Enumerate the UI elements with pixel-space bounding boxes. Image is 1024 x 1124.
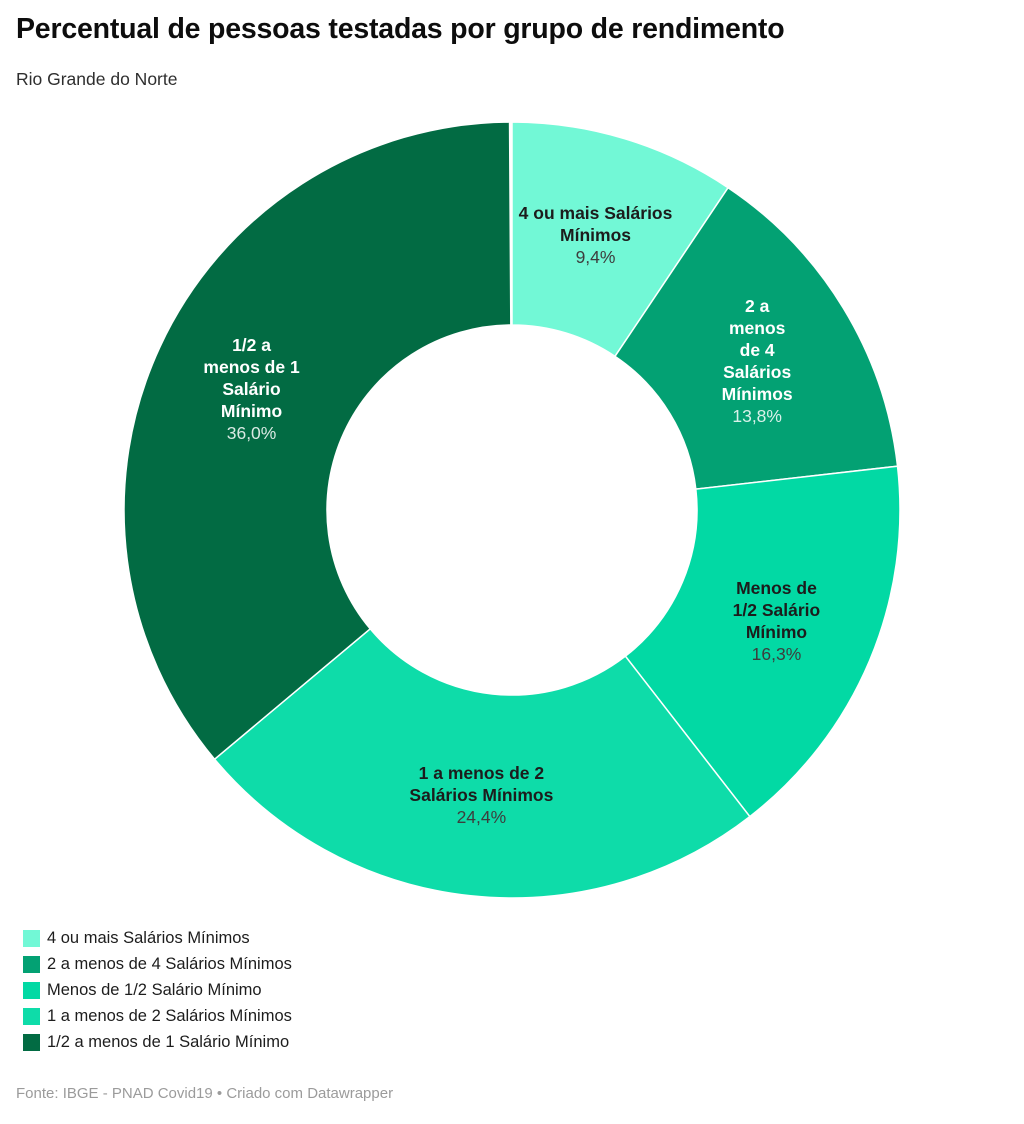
pie-slice-1[interactable]	[613, 186, 899, 490]
pie-slice-2[interactable]	[624, 465, 901, 818]
legend-swatch	[23, 930, 40, 947]
chart-subtitle: Rio Grande do Norte	[16, 69, 178, 89]
legend-swatch	[23, 1008, 40, 1025]
legend-label: Menos de 1/2 Salário Mínimo	[47, 981, 262, 999]
source-note: Fonte: IBGE - PNAD Covid19 • Criado com …	[16, 1085, 394, 1102]
pie-slice-3[interactable]	[213, 627, 751, 899]
legend-item-1: 2 a menos de 4 Salários Mínimos	[23, 956, 292, 973]
legend-swatch	[23, 956, 40, 973]
pie-slice-4[interactable]	[123, 121, 512, 761]
legend-item-2: Menos de 1/2 Salário Mínimo	[23, 982, 292, 999]
legend-label: 4 ou mais Salários Mínimos	[47, 929, 250, 947]
legend-label: 2 a menos de 4 Salários Mínimos	[47, 955, 292, 973]
legend-item-0: 4 ou mais Salários Mínimos	[23, 930, 292, 947]
legend-item-4: 1/2 a menos de 1 Salário Mínimo	[23, 1034, 292, 1051]
legend-swatch	[23, 1034, 40, 1051]
legend-swatch	[23, 982, 40, 999]
legend-label: 1 a menos de 2 Salários Mínimos	[47, 1007, 292, 1025]
legend-label: 1/2 a menos de 1 Salário Mínimo	[47, 1033, 290, 1051]
legend-item-3: 1 a menos de 2 Salários Mínimos	[23, 1008, 292, 1025]
chart-title: Percentual de pessoas testadas por grupo…	[16, 13, 785, 45]
legend: 4 ou mais Salários Mínimos 2 a menos de 4…	[23, 930, 292, 1060]
